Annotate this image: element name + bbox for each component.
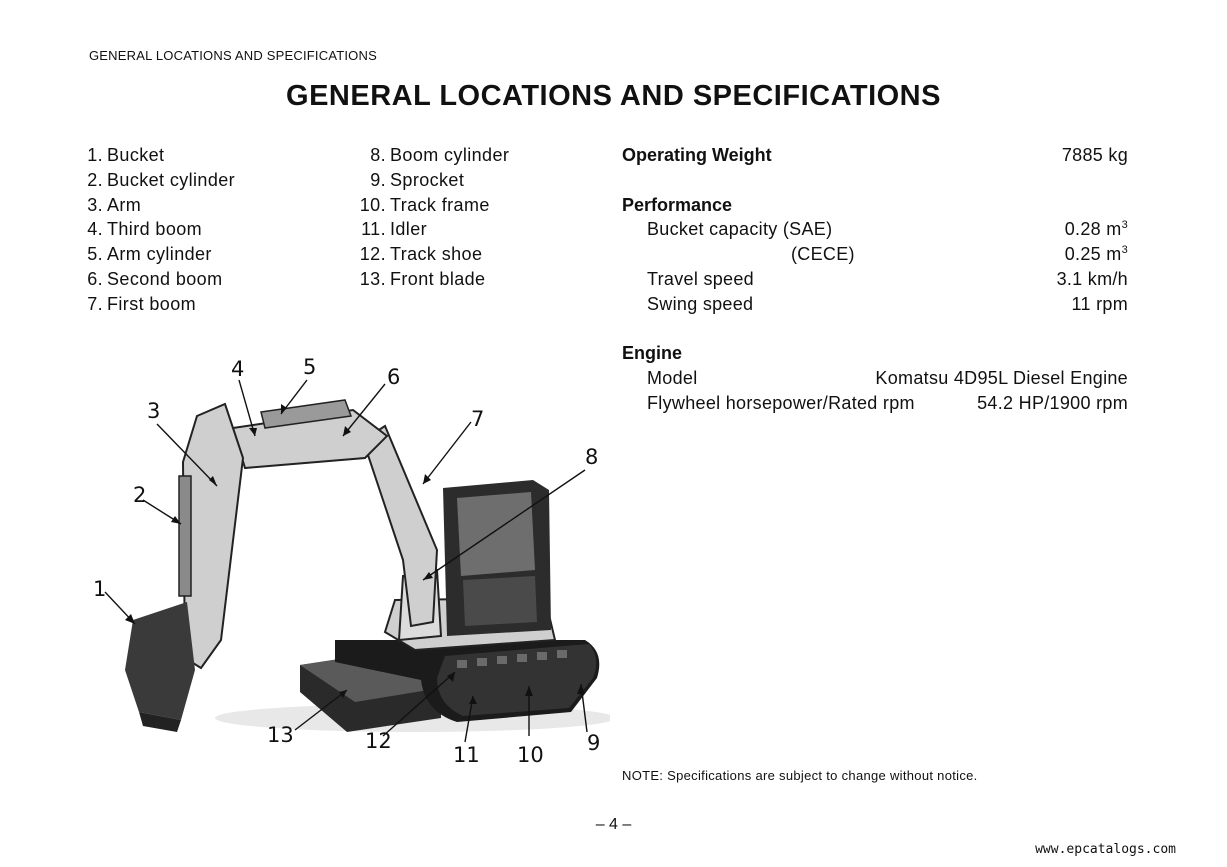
parts-list-item: 12.Track shoe (359, 244, 483, 265)
parts-list-left: 1.Bucket 2.Bucket cylinder 3.Arm 4.Third… (85, 143, 235, 317)
callout-1: 1 (93, 577, 106, 601)
page-title: GENERAL LOCATIONS AND SPECIFICATIONS (286, 80, 941, 112)
flywheel-label: Flywheel horsepower/Rated rpm (647, 392, 915, 413)
engine-heading-row: Engine (622, 341, 1128, 366)
parts-list-item: 1.Bucket (87, 145, 165, 165)
parts-list-right: 8.Boom cylinder 9.Sprocket 10.Track fram… (356, 143, 509, 292)
running-header: GENERAL LOCATIONS AND SPECIFICATIONS (89, 48, 377, 63)
operating-weight-row: Operating Weight 7885 kg (622, 143, 1128, 168)
operating-weight-label: Operating Weight (622, 145, 772, 165)
bucket-capacity-cece-value: 0.25 m3 (1064, 244, 1128, 265)
page-number: – 4 – (595, 816, 632, 833)
parts-list-item: 7.First boom (87, 293, 197, 314)
callout-6: 6 (387, 365, 400, 389)
bucket-capacity-cece-row: (CECE) 0.25 m3 (622, 242, 1128, 267)
travel-speed-label: Travel speed (647, 268, 754, 289)
callout-2: 2 (133, 483, 146, 507)
parts-list-item: 13.Front blade (359, 268, 486, 289)
travel-speed-row: Travel speed 3.1 km/h (622, 267, 1128, 292)
callout-12: 12 (365, 729, 392, 753)
parts-list-item: 10.Track frame (359, 194, 490, 215)
specifications-note: NOTE: Specifications are subject to chan… (622, 768, 978, 783)
specifications-table: Operating Weight 7885 kg Performance Buc… (622, 143, 1128, 416)
callout-11: 11 (453, 743, 480, 767)
callout-9: 9 (587, 731, 600, 755)
swing-speed-row: Swing speed 11 rpm (622, 292, 1128, 317)
parts-list-item: 9.Sprocket (370, 169, 465, 190)
callout-7: 7 (471, 407, 484, 431)
parts-list-item: 8.Boom cylinder (370, 145, 510, 165)
parts-list-item: 11.Idler (361, 219, 428, 240)
excavator-illustration: 1 2 3 4 5 6 7 8 9 10 11 12 13 (93, 355, 610, 767)
performance-heading-row: Performance (622, 193, 1128, 218)
parts-list-item: 3.Arm (87, 194, 142, 215)
operating-weight-value: 7885 kg (1061, 145, 1128, 165)
bucket-capacity-sae-row: Bucket capacity (SAE) 0.28 m3 (622, 217, 1128, 242)
engine-model-row: Model Komatsu 4D95L Diesel Engine (622, 366, 1128, 391)
callout-10: 10 (517, 743, 544, 767)
bucket-capacity-sae-value: 0.28 m3 (1064, 219, 1128, 240)
callout-4: 4 (231, 357, 244, 381)
swing-speed-label: Swing speed (647, 293, 754, 314)
travel-speed-value: 3.1 km/h (1056, 268, 1128, 289)
callout-5: 5 (303, 355, 316, 379)
engine-model-value: Komatsu 4D95L Diesel Engine (875, 368, 1128, 389)
callout-13: 13 (267, 723, 294, 747)
bucket-capacity-label: Bucket capacity (SAE) (647, 219, 833, 240)
engine-heading: Engine (622, 343, 683, 364)
flywheel-value: 54.2 HP/1900 rpm (977, 392, 1128, 413)
parts-list-item: 6.Second boom (87, 268, 223, 289)
parts-list-item: 2.Bucket cylinder (87, 169, 236, 190)
swing-speed-value: 11 rpm (1071, 293, 1128, 314)
cece-label: (CECE) (791, 244, 855, 265)
callout-3: 3 (147, 399, 160, 423)
parts-list-item: 5.Arm cylinder (87, 244, 212, 265)
watermark-url: www.epcatalogs.com (1035, 842, 1176, 857)
parts-list-item: 4.Third boom (87, 219, 203, 240)
performance-heading: Performance (622, 194, 733, 215)
callout-8: 8 (585, 445, 598, 469)
flywheel-row: Flywheel horsepower/Rated rpm 54.2 HP/19… (622, 391, 1128, 416)
engine-model-label: Model (647, 368, 698, 389)
